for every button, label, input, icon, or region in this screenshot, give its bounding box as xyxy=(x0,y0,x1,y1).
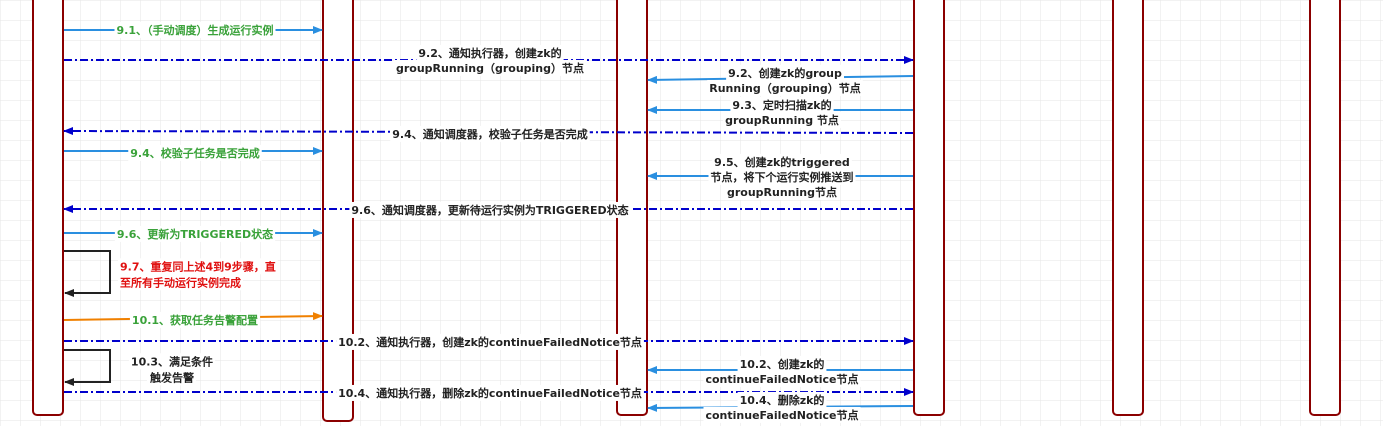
label-bg-m9-7-1 xyxy=(118,274,243,291)
label-bg-m9-7-0 xyxy=(118,258,278,275)
label-bg-m9-6a-0 xyxy=(349,201,631,218)
label-m9-6a-line-0: 9.6、通知调度器，更新待运行实例为TRIGGERED状态 xyxy=(351,203,628,217)
message-labels: 9.1、（手动调度）生成运行实例9.2、通知执行器，创建zk的groupRunn… xyxy=(114,21,863,423)
label-m9-4a-line-0: 9.4、通知调度器，校验子任务是否完成 xyxy=(392,127,588,141)
label-m10-4a-line-0: 10.4、通知执行器，删除zk的continueFailedNotice节点 xyxy=(338,386,642,400)
label-bg-m10-2a-0 xyxy=(336,333,644,350)
label-bg-m10-1-0 xyxy=(129,311,261,328)
label-m10-4b-line-1: continueFailedNotice节点 xyxy=(705,408,858,422)
label-m9-5-line-1: 节点，将下个运行实例推送到 xyxy=(711,170,854,184)
label-bg-m10-3-1 xyxy=(147,369,196,386)
label-bg-m9-2a-1 xyxy=(393,59,587,76)
label-m9-7-line-0: 9.7、重复同上述4到9步骤，直 xyxy=(120,259,276,273)
label-bg-m10-4a-0 xyxy=(336,384,644,401)
lifelines xyxy=(32,0,1341,422)
label-m9-7-line-1: 至所有手动运行实例完成 xyxy=(120,275,241,289)
arrow-10-3-self xyxy=(64,349,111,386)
label-bg-m9-1-0 xyxy=(114,21,276,38)
label-m9-5-line-0: 9.5、创建zk的triggered xyxy=(714,155,850,169)
label-bg-m10-2b-0 xyxy=(737,355,827,372)
arrow-9-7-self xyxy=(64,250,111,297)
label-bg-m9-2b-0 xyxy=(726,64,845,81)
lifeline-database xyxy=(322,0,354,422)
label-m10-1-line-0: 10.1、获取任务告警配置 xyxy=(132,313,258,327)
label-m10-2a-line-0: 10.2、通知执行器，创建zk的continueFailedNotice节点 xyxy=(338,335,642,349)
label-bg-m9-6b-0 xyxy=(114,225,276,242)
label-bg-m10-4b-0 xyxy=(737,391,827,408)
label-bg-m10-4b-1 xyxy=(703,406,861,423)
label-bg-m9-2a-0 xyxy=(416,44,564,61)
label-m10-2b-line-1: continueFailedNotice节点 xyxy=(705,372,858,386)
lifeline-6 xyxy=(1309,0,1341,416)
label-m9-1-line-0: 9.1、（手动调度）生成运行实例 xyxy=(117,23,274,37)
label-m9-3-line-1: groupRunning 节点 xyxy=(725,113,839,127)
label-bg-m9-5-1 xyxy=(708,168,856,185)
label-bg-m9-4b-0 xyxy=(128,144,262,161)
lifeline-5 xyxy=(1112,0,1144,416)
label-m10-3-line-0: 10.3、满足条件 xyxy=(131,354,213,368)
lifeline-scheduler xyxy=(32,0,64,416)
label-bg-m9-5-2 xyxy=(725,183,839,200)
label-bg-m10-3-0 xyxy=(128,353,216,370)
label-bg-m9-3-0 xyxy=(730,96,834,113)
label-bg-m9-4a-0 xyxy=(390,125,590,142)
arrow-9-4a xyxy=(63,127,914,136)
label-m9-2a-line-0: 9.2、通知执行器，创建zk的 xyxy=(418,46,561,60)
label-m10-2b-line-0: 10.2、创建zk的 xyxy=(740,357,825,371)
lifeline-executor xyxy=(913,0,945,416)
label-bg-m10-2b-1 xyxy=(703,370,861,387)
label-m10-4b-line-0: 10.4、删除zk的 xyxy=(740,393,825,407)
label-bg-m9-2b-1 xyxy=(707,79,863,96)
label-m9-3-line-0: 9.3、定时扫描zk的 xyxy=(732,98,831,112)
label-m9-2b-line-1: Running（grouping）节点 xyxy=(709,81,860,95)
label-m9-2a-line-1: groupRunning（grouping）节点 xyxy=(396,61,584,75)
label-bg-m9-3-1 xyxy=(723,111,841,128)
label-m9-6b-line-0: 9.6、更新为TRIGGERED状态 xyxy=(117,227,273,241)
label-m9-4b-line-0: 9.4、校验子任务是否完成 xyxy=(130,146,260,160)
label-m10-3-line-1: 触发告警 xyxy=(149,370,194,384)
label-m9-5-line-2: groupRunning节点 xyxy=(727,185,837,199)
label-m9-2b-line-0: 9.2、创建zk的group xyxy=(728,66,842,80)
label-bg-m9-5-0 xyxy=(712,153,852,170)
